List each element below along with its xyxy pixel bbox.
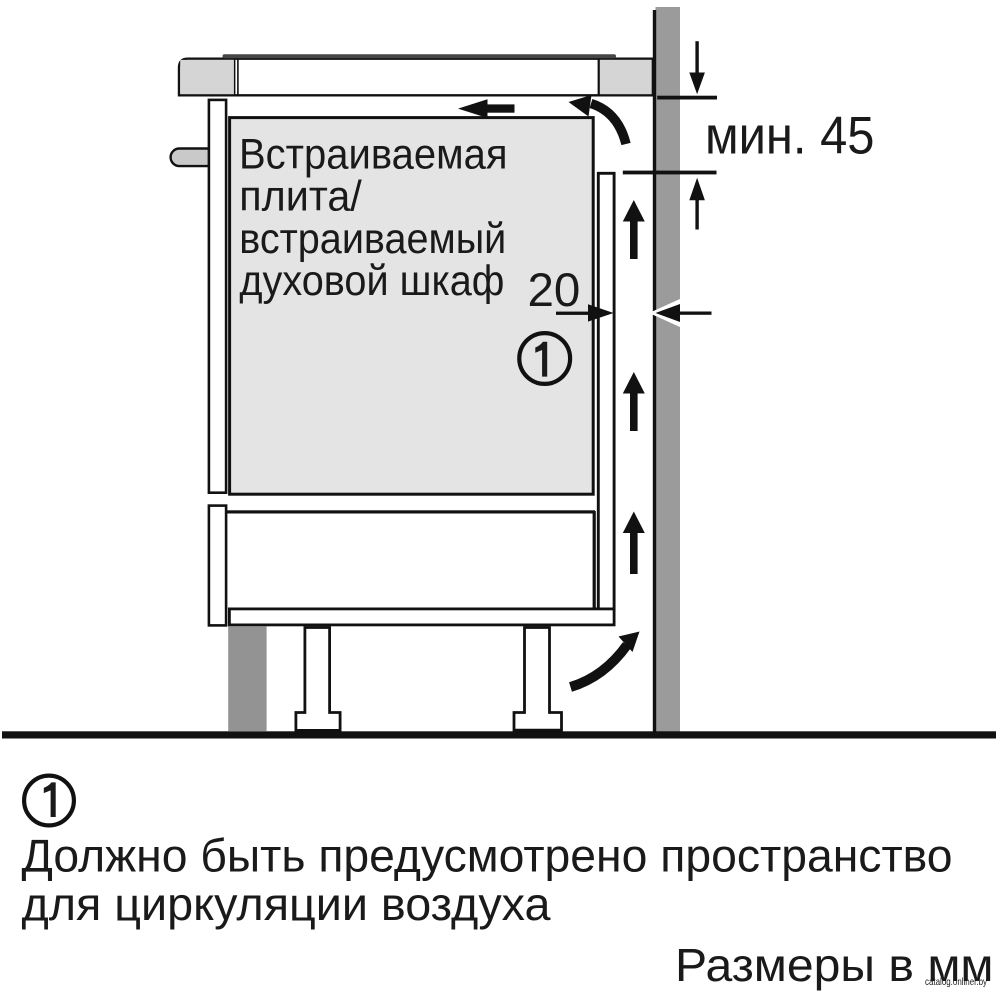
svg-text:мин. 45: мин. 45 — [705, 107, 875, 166]
svg-text:Должно быть предусмотрено прос: Должно быть предусмотрено пространство — [22, 829, 953, 881]
svg-text:духовой шкаф: духовой шкаф — [239, 258, 504, 305]
svg-text:Размеры в мм: Размеры в мм — [675, 939, 994, 991]
svg-text:встраиваемый: встраиваемый — [239, 216, 506, 263]
svg-text:catalog.onliner.by: catalog.onliner.by — [925, 976, 988, 988]
svg-text:плита/: плита/ — [239, 174, 362, 221]
svg-text:для циркуляции воздуха: для циркуляции воздуха — [22, 878, 551, 930]
svg-text:20: 20 — [528, 264, 581, 317]
svg-text:Встраиваемая: Встраиваемая — [239, 132, 508, 179]
